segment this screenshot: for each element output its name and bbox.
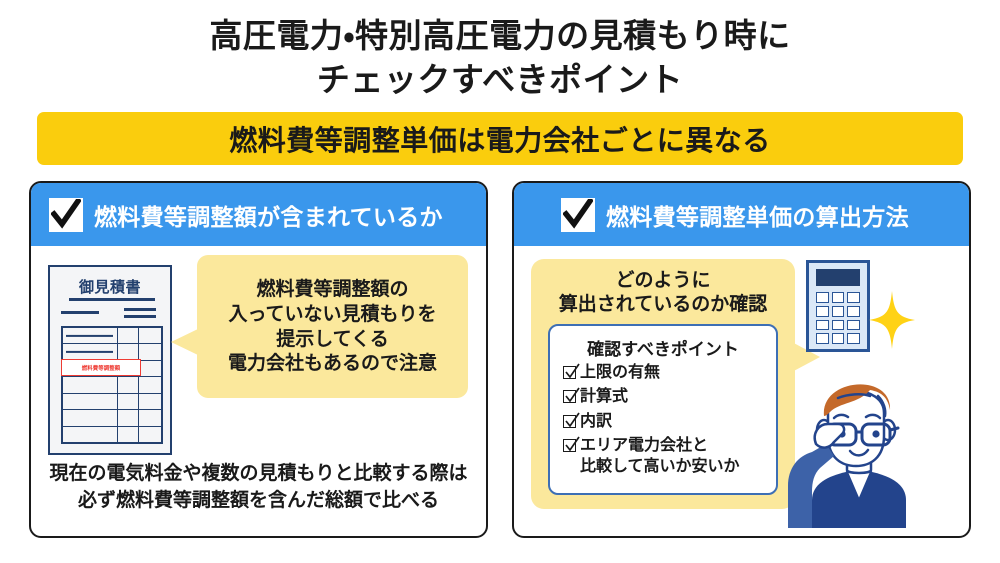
table-cell xyxy=(139,410,161,425)
right-card-header: 燃料費等調整単価の算出方法 xyxy=(514,183,969,246)
left-card-header: 燃料費等調整額が含まれているか xyxy=(31,183,486,246)
fuel-adjustment-highlight-label: 燃料費等調整額 xyxy=(81,365,121,372)
list-item: 内訳 xyxy=(563,411,771,431)
left-card-header-title: 燃料費等調整額が含まれているか xyxy=(94,204,443,231)
checkmark-icon xyxy=(563,387,580,404)
warning-callout: 燃料費等調整額の 入っていない見積もりを 提示してくる 電力会社もあるので注意 xyxy=(197,255,468,398)
checkmark-icon xyxy=(563,363,580,379)
table-cell xyxy=(118,377,140,393)
checklist: 上限の有無 計算式 内訳 xyxy=(563,362,771,480)
checkmark-icon xyxy=(561,197,595,232)
quotation-line-right-2 xyxy=(124,315,156,318)
quotation-line-left xyxy=(61,311,99,314)
table-cell xyxy=(139,328,161,343)
checkmark-icon xyxy=(49,197,83,232)
table-cell xyxy=(118,393,140,410)
list-item-label: 内訳 xyxy=(580,410,613,430)
person-with-glasses-icon xyxy=(772,358,932,532)
quotation-title-rule xyxy=(69,298,155,301)
table-cell xyxy=(118,328,140,344)
checkmark-icon xyxy=(563,436,580,453)
quotation-table: 燃料費等調整額 xyxy=(61,326,163,444)
calculator-icon xyxy=(806,260,870,352)
calculator-screen xyxy=(816,269,860,286)
table-cell xyxy=(139,344,161,359)
calculator-key xyxy=(816,333,829,344)
card-calculation-method: 燃料費等調整単価の算出方法 どのように 算出されているのか確認 確認すべきポイン… xyxy=(512,181,971,538)
table-row xyxy=(63,377,161,394)
calculator-key xyxy=(831,333,845,344)
right-card-body: どのように 算出されているのか確認 確認すべきポイント 上限の有無 計算 xyxy=(514,246,969,536)
table-cell xyxy=(139,427,161,442)
table-row xyxy=(63,328,161,345)
table-cell xyxy=(118,344,140,360)
table-row xyxy=(63,426,161,442)
calculator-key xyxy=(816,319,829,331)
table-cell xyxy=(63,344,118,360)
callout-tail xyxy=(171,328,200,356)
sparkle-icon xyxy=(869,291,915,353)
calculator-key xyxy=(831,292,845,303)
calculation-panel: どのように 算出されているのか確認 確認すべきポイント 上限の有無 計算 xyxy=(531,259,795,509)
left-card-body: 御見積書 燃料費等調整額 xyxy=(31,246,486,536)
card-fuel-adjustment-included: 燃料費等調整額が含まれているか 御見積書 xyxy=(29,181,488,538)
fuel-adjustment-highlight: 燃料費等調整額 xyxy=(61,359,141,377)
table-cell xyxy=(63,426,118,442)
table-cell xyxy=(63,410,118,426)
list-item-label: 上限の有無 xyxy=(580,362,661,381)
warning-callout-text: 燃料費等調整額の 入っていない見積もりを 提示してくる 電力会社もあるので注意 xyxy=(227,277,437,375)
page-title: 高圧電力・特別高圧電力の見積もり時に チェックすべきポイント xyxy=(209,16,791,99)
table-cell xyxy=(63,328,118,344)
table-cell xyxy=(63,377,118,393)
quotation-document-title: 御見積書 xyxy=(78,278,141,296)
calculator-key xyxy=(816,305,829,317)
calculator-keys xyxy=(816,292,860,344)
list-item: 上限の有無 xyxy=(563,362,771,382)
table-cell xyxy=(118,426,140,442)
table-cell xyxy=(139,377,161,392)
table-row xyxy=(63,393,161,411)
right-card-header-title: 燃料費等調整単価の算出方法 xyxy=(606,204,909,231)
calculator-key xyxy=(847,333,860,344)
checklist-title: 確認すべきポイント xyxy=(587,340,739,360)
calculator-key xyxy=(847,305,860,317)
table-row xyxy=(63,410,161,427)
table-cell-bar xyxy=(66,334,113,337)
checklist-box: 確認すべきポイント 上限の有無 計算式 xyxy=(548,324,778,495)
quotation-line-right-1 xyxy=(124,308,156,311)
list-item-label: エリア電力会社と 比較して高いか安いか xyxy=(580,435,740,475)
list-item: エリア電力会社と 比較して高いか安いか xyxy=(563,435,771,476)
calculation-panel-heading: どのように 算出されているのか確認 xyxy=(558,269,768,316)
table-cell xyxy=(118,410,140,426)
checkmark-icon xyxy=(563,412,580,428)
calculator-key xyxy=(816,292,829,303)
calculator-key xyxy=(847,319,860,331)
list-item: 計算式 xyxy=(563,386,771,406)
table-row-highlighted: 燃料費等調整額 xyxy=(61,359,161,378)
table-cell xyxy=(139,361,161,376)
quotation-document-illustration: 御見積書 燃料費等調整額 xyxy=(48,265,172,455)
table-cell xyxy=(63,393,118,410)
list-item-label: 計算式 xyxy=(580,386,629,406)
calculator-key xyxy=(831,305,845,317)
table-cell xyxy=(139,394,161,409)
table-cell: 燃料費等調整額 xyxy=(61,359,141,377)
headline-banner-text: 燃料費等調整単価は電力会社ごとに異なる xyxy=(229,123,771,157)
calculator-key xyxy=(831,319,845,331)
left-card-caption: 現在の電気料金や複数の見積もりと比較する際は 必ず燃料費等調整額を含んだ総額で比… xyxy=(49,462,468,511)
calculator-key xyxy=(847,292,860,303)
headline-banner: 燃料費等調整単価は電力会社ごとに異なる xyxy=(37,112,963,165)
table-cell-bar xyxy=(66,351,113,354)
